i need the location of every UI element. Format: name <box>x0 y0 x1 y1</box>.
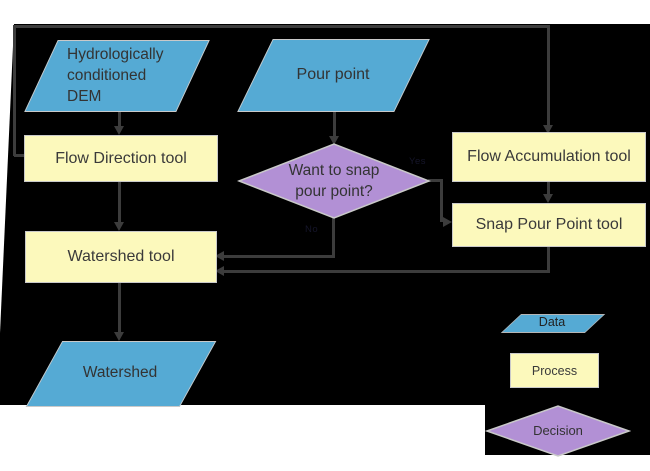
edge-decision-no-watershedtool <box>224 255 335 258</box>
legend-decision-label: Decision <box>533 423 583 438</box>
edge-watershedtool-watershed <box>118 281 121 333</box>
edge-flowdirection-flowaccumulation <box>13 25 549 28</box>
edge-decision-no-watershedtool <box>332 218 335 257</box>
edge-label-yes: Yes <box>409 156 426 167</box>
legend-process-label: Process <box>531 363 578 378</box>
decision-diamond-shape <box>237 143 431 219</box>
node-snap-decision-label: Want to snap pour point? <box>288 162 380 200</box>
edge-snap-watershedtool <box>224 270 550 273</box>
edge-snap-watershedtool <box>547 245 550 272</box>
edge-flowdirection-flowaccumulation <box>13 26 16 156</box>
node-snap-pour-point: Snap Pour Point tool <box>452 203 646 247</box>
arrowhead-into-watershedtool-right2 <box>215 266 224 276</box>
node-flow-direction: Flow Direction tool <box>24 135 218 182</box>
node-dem-label: Hydrologically conditioned DEM <box>67 46 164 105</box>
arrowhead-into-watershed <box>114 332 124 341</box>
edge-flowdirection-flowaccumulation <box>14 154 25 157</box>
legend-decision-shape <box>485 405 631 457</box>
node-flow-accumulation: Flow Accumulation tool <box>452 132 646 182</box>
arrowhead-into-flowaccumulation <box>543 125 553 134</box>
arrowhead-into-flowdirection <box>114 126 124 135</box>
edge-pourpoint-decision <box>333 110 336 137</box>
edge-decision-yes-snap <box>440 179 443 222</box>
arrowhead-into-watershedtool-right <box>215 251 224 261</box>
arrowhead-into-snappourpoint <box>443 217 452 227</box>
arrowhead-into-decision <box>329 136 339 145</box>
node-watershed-label: Watershed <box>82 364 158 381</box>
arrowhead-into-snappourpoint-top <box>543 194 553 203</box>
node-watershed-tool-label: Watershed tool <box>67 248 175 265</box>
node-pour-point-label: Pour point <box>296 66 370 83</box>
node-flow-direction-label: Flow Direction tool <box>55 149 187 167</box>
edge-flowaccumulation-snap <box>547 180 550 195</box>
legend-data-label: Data <box>538 315 566 329</box>
edge-decision-yes-snap <box>428 179 443 182</box>
node-snap-decision <box>237 143 431 219</box>
legend-decision-diamond <box>485 405 631 457</box>
edge-dem-flowdirection <box>118 110 121 127</box>
legend-process-shape: Process <box>510 353 599 388</box>
arrowhead-into-watershedtool <box>114 222 124 231</box>
edge-label-no: No <box>305 224 319 235</box>
node-snap-pour-point-label: Snap Pour Point tool <box>475 216 623 233</box>
node-flow-accumulation-label: Flow Accumulation tool <box>467 148 631 165</box>
node-watershed-tool: Watershed tool <box>25 231 217 283</box>
edge-flowdirection-watershedtool <box>118 180 121 223</box>
edge-flowdirection-flowaccumulation <box>547 25 550 126</box>
